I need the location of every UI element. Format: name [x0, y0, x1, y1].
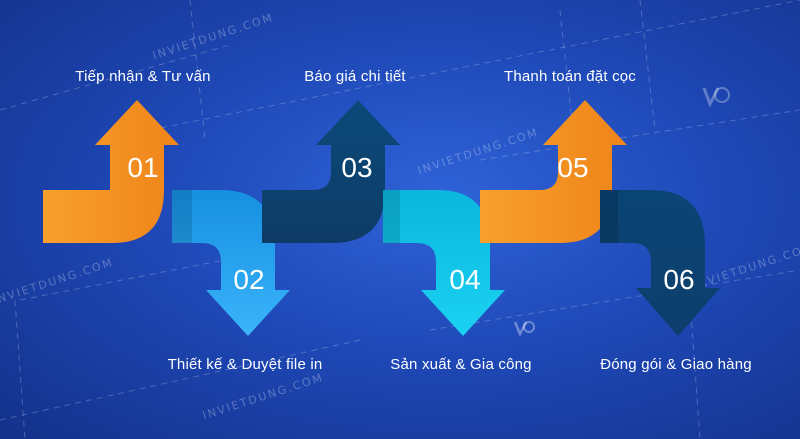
step-02-arrow [172, 190, 290, 336]
step-01-number: 01 [127, 152, 158, 183]
joint-shadow-2 [383, 190, 400, 243]
step-03-number: 03 [341, 152, 372, 183]
step-02-number: 02 [233, 264, 264, 295]
step-04-number: 04 [449, 264, 480, 295]
step-02-label: Thiết kế & Duyệt file in [167, 356, 323, 373]
step-03-arrow [262, 100, 400, 243]
step-01-arrow [43, 100, 179, 243]
joint-shadow-3 [600, 190, 618, 243]
step-05-arrow [480, 100, 627, 243]
step-05-number: 05 [557, 152, 588, 183]
watermark-logo-icon-3 [513, 321, 535, 338]
step-06-number: 06 [663, 264, 694, 295]
step-03-label: Báo giá chi tiết [304, 68, 406, 85]
step-06-label: Đóng gói & Giao hàng [600, 356, 752, 373]
step-04-label: Sản xuất & Gia công [390, 356, 532, 373]
watermark-logo-icon [702, 87, 730, 108]
joint-shadow-1 [172, 190, 192, 243]
step-05-label: Thanh toán đặt cọc [503, 68, 637, 85]
step-04-arrow [383, 190, 505, 336]
step-06-arrow [600, 190, 720, 336]
step-01-label: Tiếp nhận & Tư vấn [75, 68, 211, 85]
